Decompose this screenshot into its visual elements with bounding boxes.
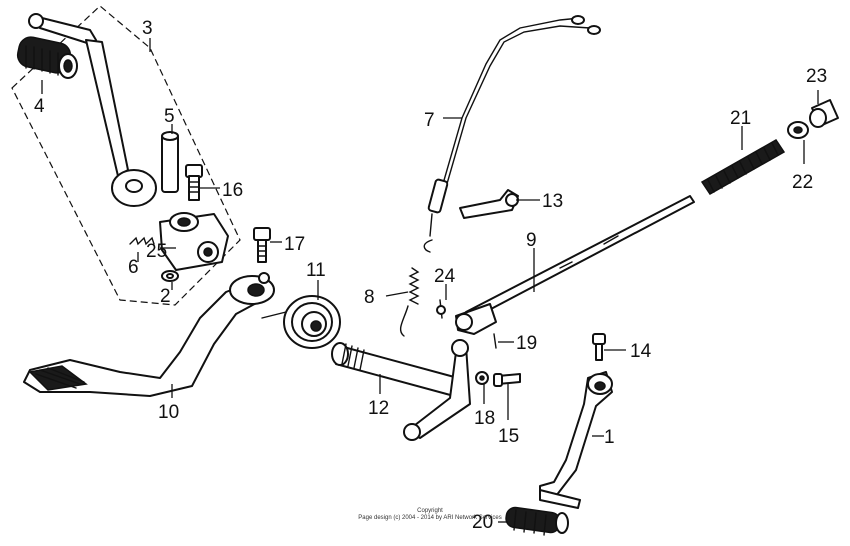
callout-17: 17	[284, 234, 305, 255]
part-6-spring[interactable]	[129, 236, 155, 246]
part-19-cotter-pin[interactable]	[493, 333, 497, 349]
callout-24: 24	[434, 266, 456, 287]
callout-16: 16	[222, 180, 243, 201]
leader-lines	[41, 38, 819, 523]
callout-11: 11	[306, 260, 326, 281]
callout-1: 1	[604, 427, 615, 448]
copyright-line-2: Page design (c) 2004 - 2014 by ARI Netwo…	[358, 515, 502, 521]
copyright-line-1: Copyright	[417, 508, 443, 514]
kick-starter-group-outline	[11, 5, 241, 306]
callout-22: 22	[792, 172, 813, 193]
callout-23: 23	[806, 66, 827, 87]
part-8-spring[interactable]	[399, 239, 433, 337]
copyright-notice: Copyright Page design (c) 2004 - 2014 by…	[330, 508, 530, 522]
part-9-brake-rod[interactable]	[455, 195, 695, 335]
part-13-clamp[interactable]	[459, 189, 519, 219]
callout-labels: 1 2 3 4 5 6 7 8 9 10 11 12 13 14 15 16 1…	[34, 18, 827, 533]
callout-10: 10	[158, 402, 179, 423]
part-5-pin[interactable]	[161, 131, 179, 193]
callout-15: 15	[498, 426, 519, 447]
part-23-adjusting-nut[interactable]	[809, 99, 839, 128]
part-17-bolt[interactable]	[253, 227, 271, 263]
callout-19: 19	[516, 333, 537, 354]
part-22-joint[interactable]	[787, 121, 809, 139]
callout-5: 5	[164, 106, 175, 127]
callout-6: 6	[128, 257, 139, 278]
part-18-nut[interactable]	[475, 371, 489, 385]
callout-3: 3	[142, 18, 153, 39]
part-16-bolt[interactable]	[185, 164, 203, 201]
part-15-bolt[interactable]	[493, 373, 521, 387]
part-11-return-spring[interactable]	[261, 295, 341, 349]
callout-13: 13	[542, 191, 563, 212]
callout-4: 4	[34, 96, 45, 117]
part-3-kick-starter-arm[interactable]	[28, 13, 157, 207]
callout-14: 14	[630, 341, 652, 362]
part-2-washer[interactable]	[161, 270, 179, 282]
part-14-bolt[interactable]	[592, 333, 606, 361]
callout-2: 2	[160, 286, 171, 307]
callout-18: 18	[474, 408, 495, 429]
callout-9: 9	[526, 230, 537, 251]
callout-25: 25	[146, 241, 167, 262]
part-12-brake-shaft[interactable]	[331, 339, 471, 441]
callout-7: 7	[424, 110, 435, 131]
part-25-kick-joint[interactable]	[159, 212, 229, 271]
part-4-kick-rubber[interactable]	[15, 35, 78, 79]
callout-12: 12	[368, 398, 389, 419]
part-24-pin[interactable]	[436, 299, 446, 319]
callout-21: 21	[730, 108, 751, 129]
part-1-gearshift-pedal[interactable]	[539, 371, 613, 509]
callout-8: 8	[364, 287, 375, 308]
part-21-rod-spring[interactable]	[700, 139, 786, 195]
part-20-pedal-rubber[interactable]	[505, 506, 569, 536]
part-10-brake-pedal[interactable]	[23, 272, 275, 397]
callout-20: 20	[472, 512, 493, 533]
